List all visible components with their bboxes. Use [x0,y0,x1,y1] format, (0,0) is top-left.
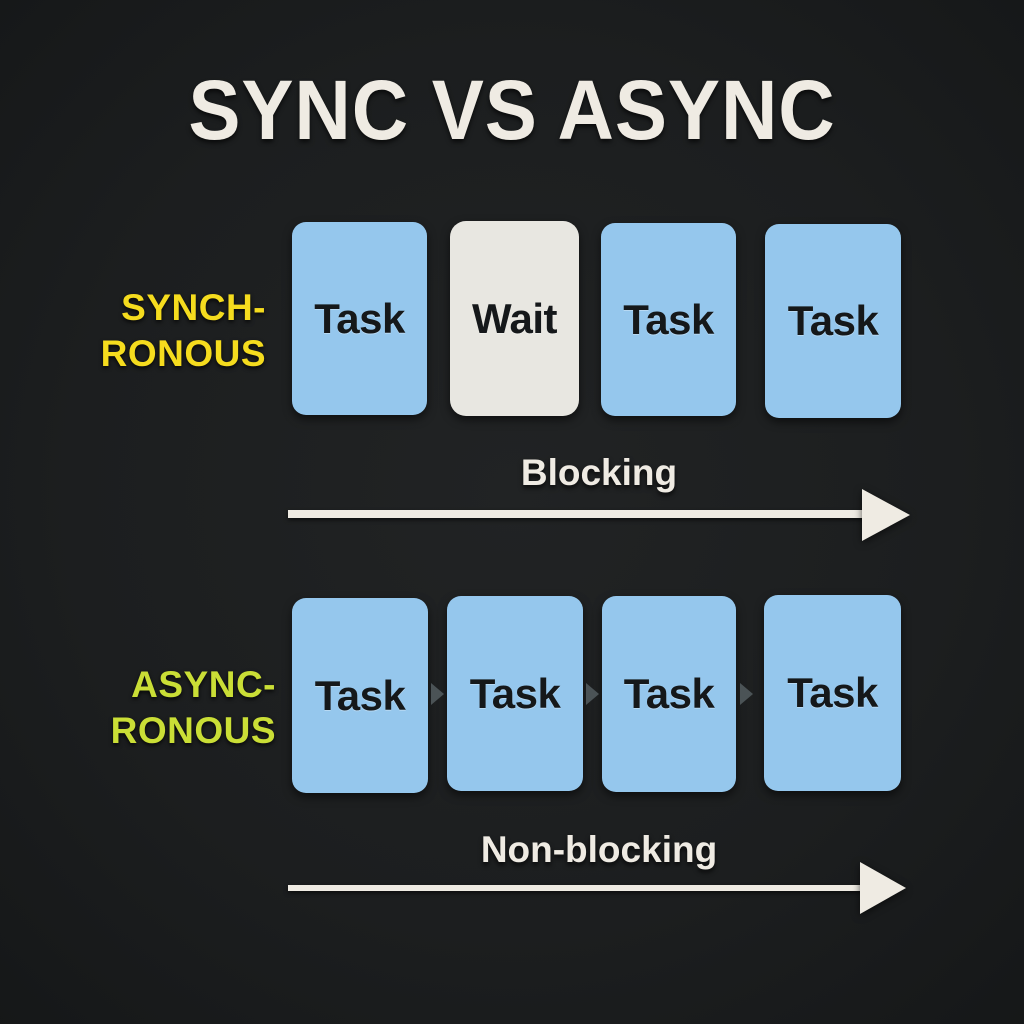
async-row-label-line2: RONOUS [110,710,276,751]
flow-arrow-right-icon-2 [586,683,599,705]
sync-task-box-2: Task [601,223,736,416]
sync-timeline-arrow [288,489,912,541]
async-row-label: ASYNC- RONOUS [14,662,276,754]
sync-row-label-line2: RONOUS [100,333,266,374]
async-task-box-4: Task [764,595,901,791]
blocking-caption: Blocking [520,452,678,493]
sync-row-label: SYNCH- RONOUS [14,285,266,377]
async-task-box-3: Task [602,596,736,792]
async-arrow-shaft [288,885,868,891]
flow-arrow-right-icon-1 [431,683,444,705]
sync-row-label-line1: SYNCH- [121,287,266,328]
async-task-box-2: Task [447,596,583,791]
sync-arrow-shaft [288,510,868,518]
sync-arrow-head-icon [862,489,910,541]
sync-task-box-1: Task [292,222,427,415]
nonblocking-caption: Non-blocking [480,829,718,870]
page-title: SYNC VS ASYNC [188,63,836,157]
async-task-box-1: Task [292,598,428,793]
sync-wait-box: Wait [450,221,579,416]
flow-arrow-right-icon-3 [740,683,753,705]
async-row-label-line1: ASYNC- [131,664,276,705]
async-arrow-head-icon [860,862,906,914]
async-timeline-arrow [288,862,910,914]
sync-task-box-3: Task [765,224,901,418]
